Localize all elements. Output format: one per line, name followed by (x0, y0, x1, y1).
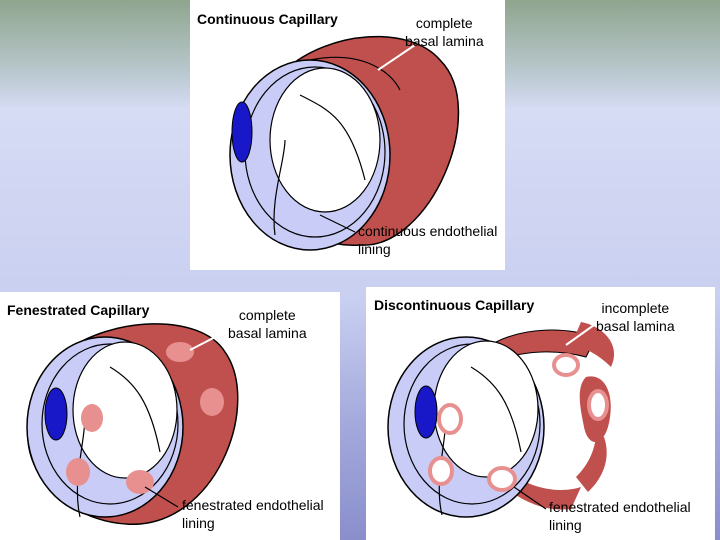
panel-title: Discontinuous Capillary (374, 297, 535, 313)
lumen (72, 341, 178, 479)
panel-title: Fenestrated Capillary (7, 302, 150, 318)
cell-junction (470, 366, 522, 453)
nucleus (44, 387, 68, 441)
lining-leader-line (144, 486, 179, 508)
cell-junction (273, 139, 286, 236)
nucleus (231, 101, 253, 163)
lining-label: continuous endothelial lining (358, 223, 498, 257)
lining-label: fenestrated endothelial lining (182, 497, 324, 531)
lining-leader-line (319, 214, 356, 233)
continuous-capillary-panel: Continuous Capillary complete basal lami… (190, 0, 505, 270)
nucleus (414, 385, 438, 439)
basal-lamina-fragment (511, 477, 581, 510)
lining-label: fenestrated endothelial lining (549, 499, 691, 533)
continuous-capillary-diagram (229, 35, 460, 251)
cell-junction (109, 366, 161, 453)
fenestra (200, 388, 224, 416)
lamina-label: complete basal lamina (228, 307, 307, 341)
lamina-label: incomplete basal lamina (596, 300, 675, 334)
cell-junction (299, 94, 366, 181)
fenestra (487, 466, 517, 492)
fenestrated-capillary-diagram (26, 323, 239, 525)
lamina-label: complete basal lamina (405, 15, 484, 49)
fenestra (81, 404, 103, 432)
fenestra (66, 458, 90, 486)
lamina-leader-line (189, 331, 226, 351)
lumen (269, 67, 381, 213)
discontinuous-capillary-panel: Discontinuous Capillary incomplete basal… (366, 287, 715, 540)
basal-lamina-fragment (576, 437, 607, 492)
lamina-leader-line (565, 324, 595, 346)
discontinuous-capillary-diagram (387, 322, 615, 518)
fenestrated-capillary-panel: Fenestrated Capillary complete basal lam… (0, 292, 340, 540)
panel-title: Continuous Capillary (197, 11, 338, 27)
fenestra (166, 342, 194, 362)
lining-leader-line (513, 486, 547, 510)
fenestra (587, 389, 609, 421)
fenestra (552, 353, 580, 377)
fenestra (428, 456, 454, 486)
lamina-leader-line (377, 44, 416, 71)
fenestra (437, 403, 463, 435)
basal-lamina-edge (309, 56, 401, 91)
endothelium-inner-ring (41, 343, 179, 505)
